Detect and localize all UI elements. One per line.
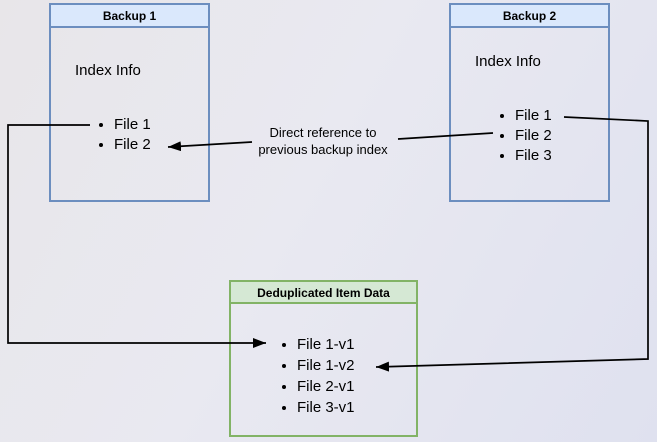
backup1-title: Backup 1 [51, 5, 208, 28]
backup1-box: Backup 1 Index Info File 1 File 2 [49, 3, 210, 202]
file-list-item: File 2 [515, 126, 552, 146]
file-list-item: File 2-v1 [297, 376, 355, 397]
arrow-label-line2: previous backup index [258, 142, 388, 157]
backup2-title: Backup 2 [451, 5, 608, 28]
file-list-item: File 2 [114, 135, 151, 155]
backup2-index-label: Index Info [475, 53, 541, 70]
dedup-box: Deduplicated Item Data File 1-v1 File 1-… [229, 280, 418, 437]
arrow-label-line1: Direct reference to [269, 125, 377, 140]
file-list-item: File 3 [515, 146, 552, 166]
backup2-file-list: File 1 File 2 File 3 [451, 106, 552, 166]
file-list-item: File 1 [515, 106, 552, 126]
dedup-title: Deduplicated Item Data [231, 282, 416, 304]
file-list-item: File 1-v1 [297, 334, 355, 355]
file-list-item: File 1 [114, 115, 151, 135]
backup1-file-list: File 1 File 2 [51, 115, 151, 155]
dedup-file-list: File 1-v1 File 1-v2 File 2-v1 File 3-v1 [231, 334, 355, 418]
backup1-index-label: Index Info [75, 62, 141, 79]
file-list-item: File 1-v2 [297, 355, 355, 376]
backup2-box: Backup 2 Index Info File 1 File 2 File 3 [449, 3, 610, 202]
arrow-label: Direct reference to previous backup inde… [230, 124, 416, 158]
file-list-item: File 3-v1 [297, 397, 355, 418]
